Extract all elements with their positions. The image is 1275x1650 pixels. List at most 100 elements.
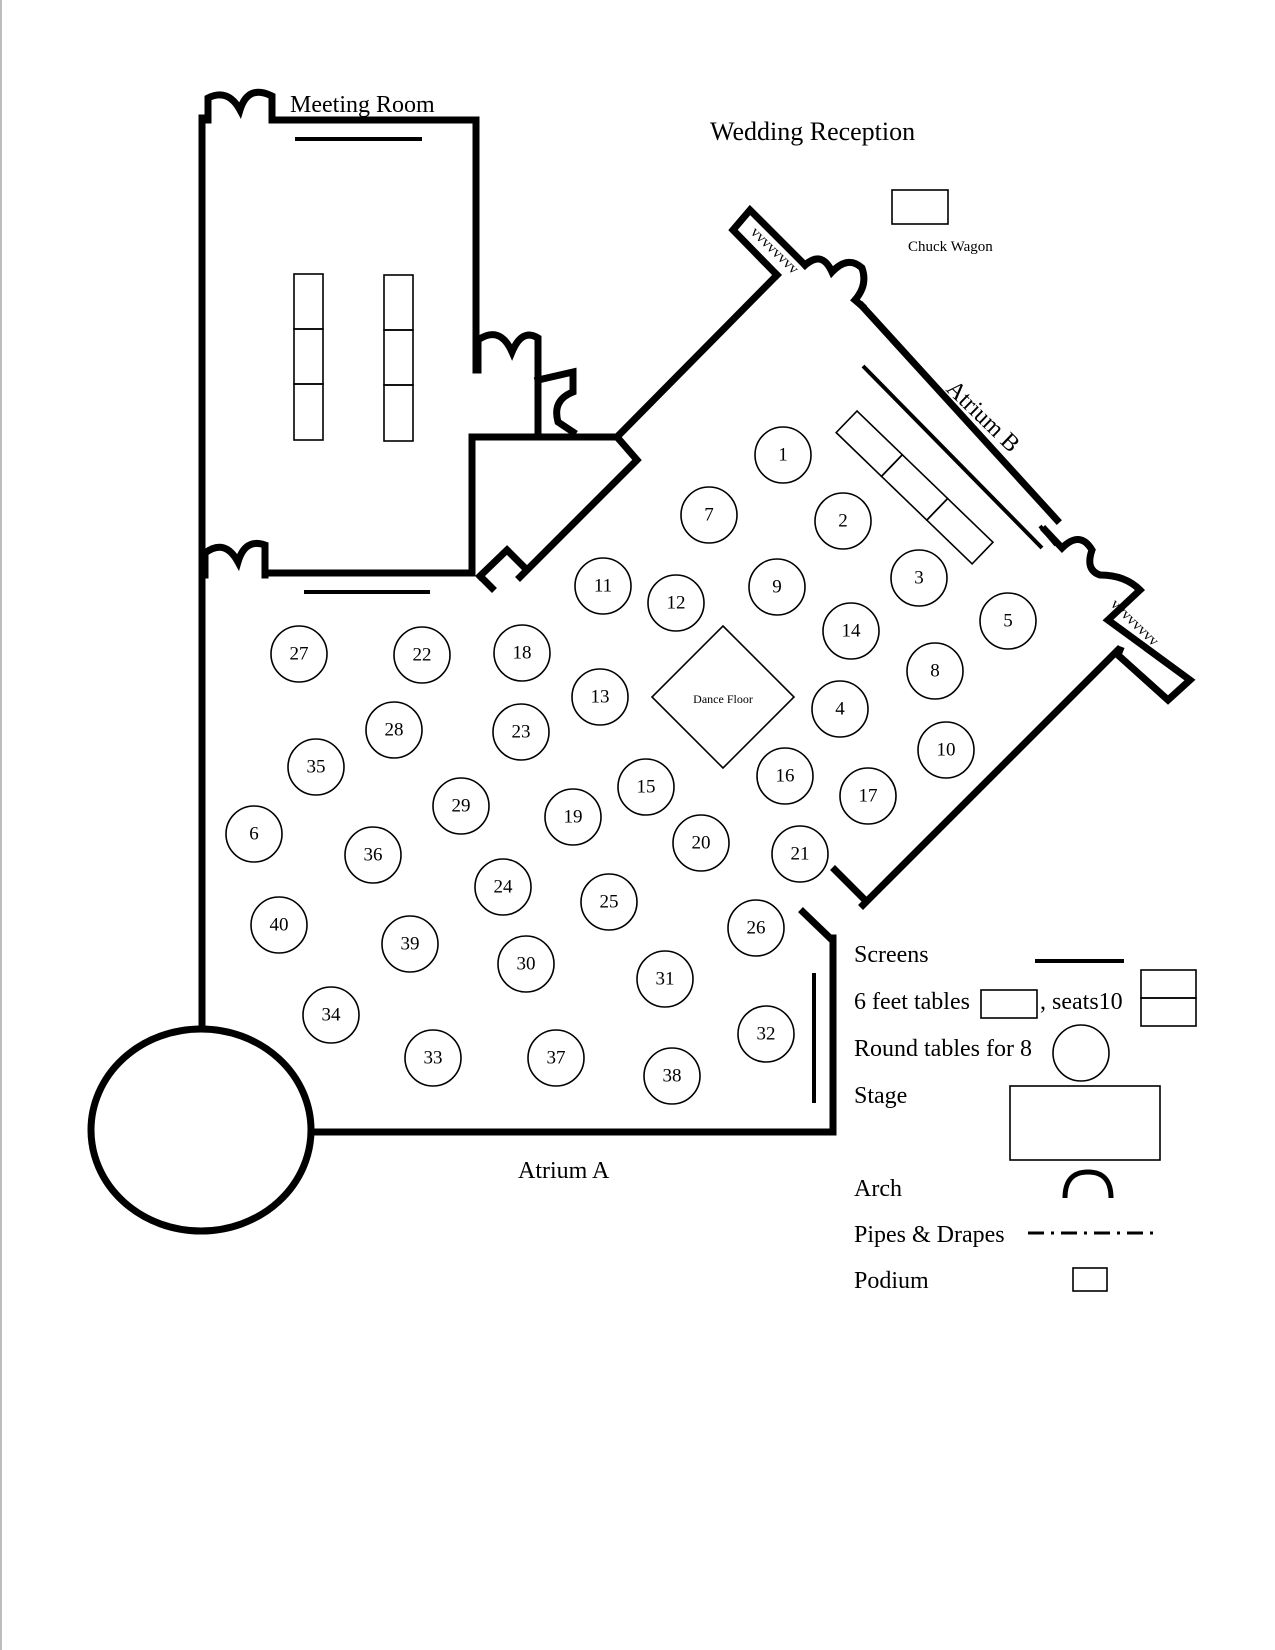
round-table: 15 xyxy=(617,758,675,816)
legend-stage-label: Stage xyxy=(854,1083,907,1109)
table-number: 3 xyxy=(914,568,924,589)
atrium-b-label: Atrium B xyxy=(941,376,1025,458)
round-table: 8 xyxy=(906,642,964,700)
round-table: 39 xyxy=(381,915,439,973)
legend-round-tables-label: Round tables for 8 xyxy=(854,1036,1032,1062)
round-table: 24 xyxy=(474,858,532,916)
round-table: 9 xyxy=(748,558,806,616)
round-table: 26 xyxy=(727,899,785,957)
table-number: 12 xyxy=(667,593,686,614)
round-table: 33 xyxy=(404,1029,462,1087)
round-table: 37 xyxy=(527,1029,585,1087)
round-table: 6 xyxy=(225,805,283,863)
round-tables: 1 2 3 4 5 6 7 8 9 10 11 12 13 14 15 16 1… xyxy=(225,426,1037,1105)
round-table: 11 xyxy=(574,557,632,615)
round-table: 35 xyxy=(287,738,345,796)
table-number: 40 xyxy=(270,915,289,936)
legend-stage-symbol xyxy=(1009,1085,1161,1161)
round-table: 3 xyxy=(890,549,948,607)
dance-floor: Dance Floor xyxy=(650,624,796,770)
table-number: 11 xyxy=(594,576,612,597)
table-number: 10 xyxy=(937,740,956,761)
legend-seats10-label: , seats10 xyxy=(1040,989,1123,1015)
table-number: 35 xyxy=(307,757,326,778)
legend-six-feet-table-symbol xyxy=(980,989,1038,1019)
table-number: 20 xyxy=(692,833,711,854)
round-table: 12 xyxy=(647,574,705,632)
page-title: Wedding Reception xyxy=(710,117,915,146)
legend-arch-label: Arch xyxy=(854,1176,902,1202)
legend-screens-label: Screens xyxy=(854,942,929,968)
table-number: 6 xyxy=(249,824,259,845)
chuck-wagon-table xyxy=(891,189,949,225)
legend-podium-label: Podium xyxy=(854,1268,929,1294)
round-table: 31 xyxy=(636,950,694,1008)
legend-six-feet-tables-label: 6 feet tables xyxy=(854,989,970,1015)
table-number: 33 xyxy=(424,1048,443,1069)
table-number: 9 xyxy=(772,577,782,598)
atrium-b-door-post xyxy=(1038,524,1058,547)
table-number: 34 xyxy=(322,1005,342,1026)
table-number: 39 xyxy=(401,934,420,955)
round-table: 28 xyxy=(365,701,423,759)
table-number: 26 xyxy=(747,918,766,939)
table-number: 5 xyxy=(1003,611,1013,632)
round-table: 13 xyxy=(571,668,629,726)
table-number: 31 xyxy=(656,969,675,990)
legend-podium-symbol xyxy=(1072,1267,1108,1292)
chuck-wagon-label: Chuck Wagon xyxy=(908,239,993,255)
table-number: 25 xyxy=(600,892,619,913)
table-number: 23 xyxy=(512,722,531,743)
round-table: 32 xyxy=(737,1005,795,1063)
table-number: 13 xyxy=(591,687,610,708)
round-table: 1 xyxy=(754,426,812,484)
round-table: 22 xyxy=(393,626,451,684)
round-table: 34 xyxy=(302,986,360,1044)
table-number: 37 xyxy=(547,1048,566,1069)
table-number: 1 xyxy=(778,445,788,466)
table-number: 15 xyxy=(637,777,656,798)
round-table: 36 xyxy=(344,826,402,884)
round-table: 17 xyxy=(839,767,897,825)
head-tables xyxy=(835,409,995,566)
table-number: 36 xyxy=(364,845,383,866)
round-table: 2 xyxy=(814,492,872,550)
round-table: 10 xyxy=(917,721,975,779)
round-table: 20 xyxy=(672,814,730,872)
legend-pipes-drapes-label: Pipes & Drapes xyxy=(854,1222,1005,1248)
legend-round-table-symbol xyxy=(1052,1024,1110,1082)
round-table: 14 xyxy=(822,602,880,660)
table-number: 22 xyxy=(413,645,432,666)
table-number: 21 xyxy=(791,844,810,865)
table-number: 19 xyxy=(564,807,583,828)
round-table: 25 xyxy=(580,873,638,931)
round-table: 16 xyxy=(756,747,814,805)
round-table: 23 xyxy=(492,703,550,761)
building-walls xyxy=(198,88,1196,1136)
atrium-a-label: Atrium A xyxy=(518,1158,610,1184)
screen-atrium-b xyxy=(861,364,1044,550)
table-number: 27 xyxy=(290,644,309,665)
round-table: 7 xyxy=(680,486,738,544)
round-table: 4 xyxy=(811,680,869,738)
page-edge-line xyxy=(0,0,2,1650)
table-number: 17 xyxy=(859,786,878,807)
dance-floor-label: Dance Floor xyxy=(693,692,753,706)
round-table: 27 xyxy=(270,625,328,683)
table-number: 29 xyxy=(452,796,471,817)
table-number: 7 xyxy=(704,505,714,526)
table-number: 2 xyxy=(838,511,848,532)
table-number: 28 xyxy=(385,720,404,741)
round-table: 19 xyxy=(544,788,602,846)
table-number: 16 xyxy=(776,766,795,787)
rotunda xyxy=(87,1025,315,1235)
round-table: 18 xyxy=(493,624,551,682)
legend: Screens 6 feet tables , seats10 Round ta… xyxy=(854,942,1197,1294)
round-table: 5 xyxy=(979,592,1037,650)
table-number: 32 xyxy=(757,1024,776,1045)
round-table: 40 xyxy=(250,896,308,954)
table-number: 4 xyxy=(835,699,845,720)
meeting-room-label: Meeting Room xyxy=(290,92,435,118)
table-number: 18 xyxy=(513,643,532,664)
